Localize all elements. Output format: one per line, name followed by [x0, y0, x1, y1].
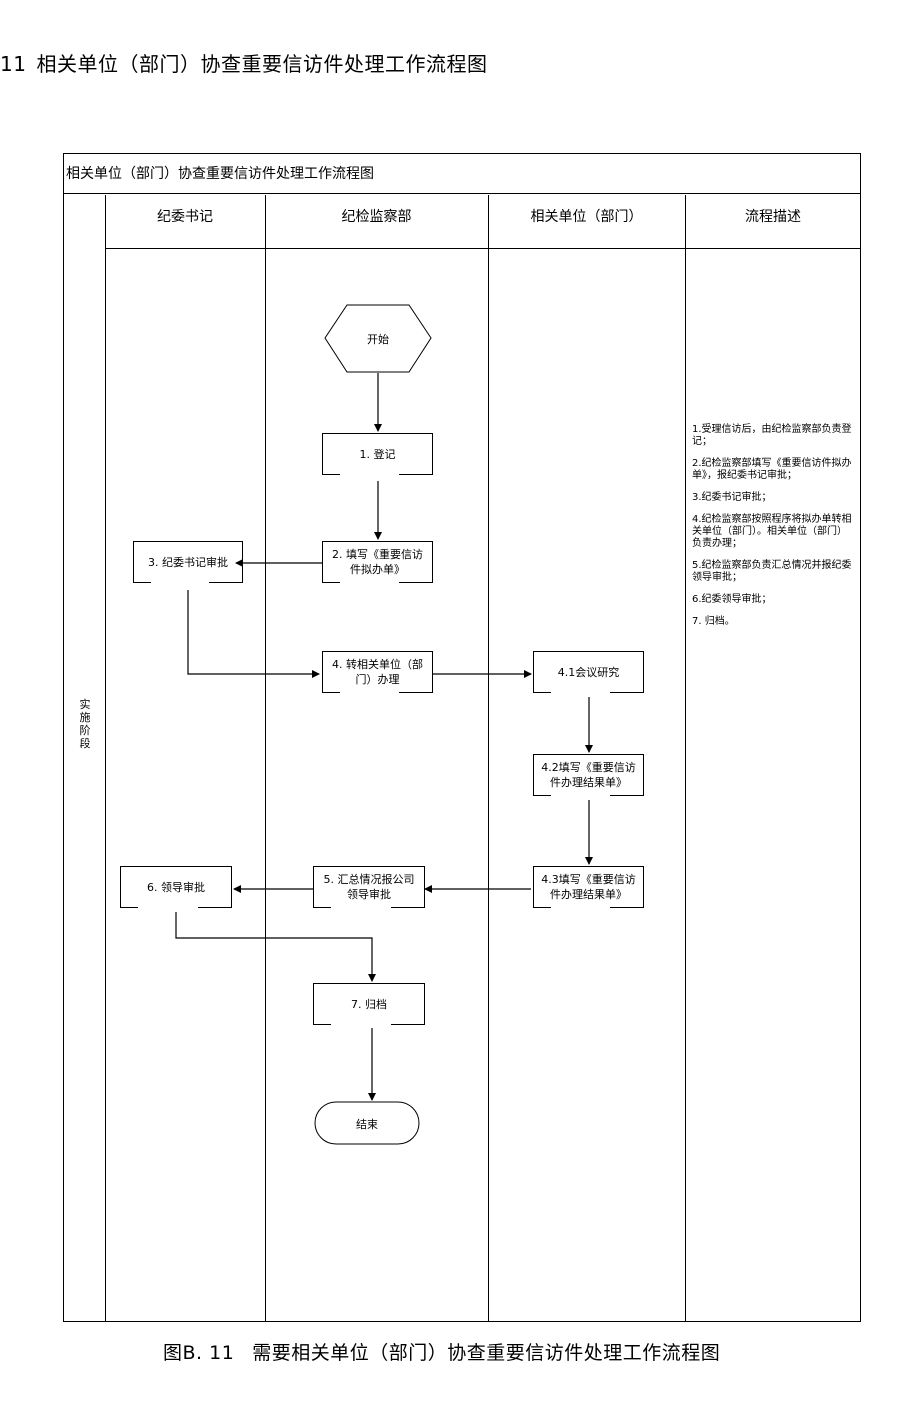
description-step-4: 4.纪检监察部按照程序将拟办单转相关单位（部门）。相关单位（部门）负责办理； — [692, 514, 852, 549]
figure-caption-text: 需要相关单位（部门）协查重要信访件处理工作流程图 — [252, 1342, 721, 1364]
process-label-forward-unit: 4. 转相关单位（部门）办理 — [332, 658, 423, 686]
process-label-fill-form: 2. 填写《重要信访件拟办单》 — [332, 548, 423, 576]
description-step-7: 7. 归档。 — [692, 616, 735, 627]
process-description-list: 1.受理信访后，由纪检监察部负责登记； 2.纪检监察部填写《重要信访件拟办单》，… — [692, 424, 852, 638]
lane-header-supervision: 纪检监察部 — [341, 209, 412, 225]
figure-caption: 图B. 11 需要相关单位（部门）协查重要信访件处理工作流程图 — [163, 1338, 720, 1365]
process-label-leader-approval: 6. 领导审批 — [147, 880, 205, 894]
title-divider — [63, 193, 861, 194]
process-label-summary-report: 5. 汇总情况报公司领导审批 — [323, 873, 415, 901]
figure-number: 图B. 11 — [163, 1342, 235, 1364]
description-step-6: 6.纪委领导审批； — [692, 594, 772, 605]
process-box-register: 1. 登记 — [322, 433, 433, 483]
start-terminal-shape — [324, 304, 432, 373]
description-step-3: 3.纪委书记审批； — [692, 492, 772, 503]
lane-divider-2 — [488, 195, 489, 1322]
lane-header-related-unit: 相关单位（部门） — [530, 209, 643, 225]
process-box-summary-report: 5. 汇总情况报公司领导审批 — [313, 866, 425, 916]
arrow-6-to-7 — [175, 912, 376, 982]
description-step-1: 1.受理信访后，由纪检监察部负责登记； — [692, 424, 852, 447]
process-box-result-form-1: 4.2填写《重要信访件办理结果单》 — [533, 754, 644, 804]
process-box-fill-form: 2. 填写《重要信访件拟办单》 — [322, 541, 433, 591]
lane-header-description: 流程描述 — [745, 209, 801, 225]
process-label-result-form-1: 4.2填写《重要信访件办理结果单》 — [541, 761, 636, 789]
flowchart-frame — [63, 153, 861, 1322]
description-step-5: 5.纪检监察部负责汇总情况并报纪委领导审批； — [692, 560, 852, 583]
lane-divider-3 — [685, 195, 686, 1322]
description-step-2: 2.纪检监察部填写《重要信访件拟办单》，报纪委书记审批； — [692, 458, 852, 481]
lane-divider-1 — [265, 195, 266, 1322]
heading-text: 相关单位（部门）协查重要信访件处理工作流程图 — [36, 52, 488, 76]
arrow-3-to-4 — [187, 590, 320, 678]
process-box-leader-approval: 6. 领导审批 — [120, 866, 232, 916]
header-row-divider — [105, 248, 861, 249]
process-label-meeting: 4.1会议研究 — [557, 665, 620, 679]
process-label-result-form-2: 4.3填写《重要信访件办理结果单》 — [541, 873, 636, 901]
start-node-label: 开始 — [367, 333, 389, 346]
end-terminal-shape — [314, 1101, 420, 1145]
process-box-archive: 7. 归档 — [313, 983, 425, 1033]
process-label-register: 1. 登记 — [359, 447, 396, 461]
process-box-result-form-2: 4.3填写《重要信访件办理结果单》 — [533, 866, 644, 916]
process-label-archive: 7. 归档 — [351, 997, 387, 1011]
process-box-meeting: 4.1会议研究 — [533, 651, 644, 701]
phase-label: 实施阶段 — [79, 698, 91, 750]
phase-column-divider — [105, 195, 106, 1322]
process-box-secretary-approval: 3. 纪委书记审批 — [133, 541, 243, 591]
process-label-secretary-approval: 3. 纪委书记审批 — [148, 555, 228, 569]
flowchart-frame-title: 相关单位（部门）协查重要信访件处理工作流程图 — [66, 166, 374, 182]
lane-header-secretary: 纪委书记 — [157, 209, 213, 225]
document-heading: 11 相关单位（部门）协查重要信访件处理工作流程图 — [0, 48, 487, 77]
process-box-forward-unit: 4. 转相关单位（部门）办理 — [322, 651, 433, 701]
heading-number: 11 — [0, 52, 27, 76]
end-node-label: 结束 — [356, 1118, 378, 1131]
